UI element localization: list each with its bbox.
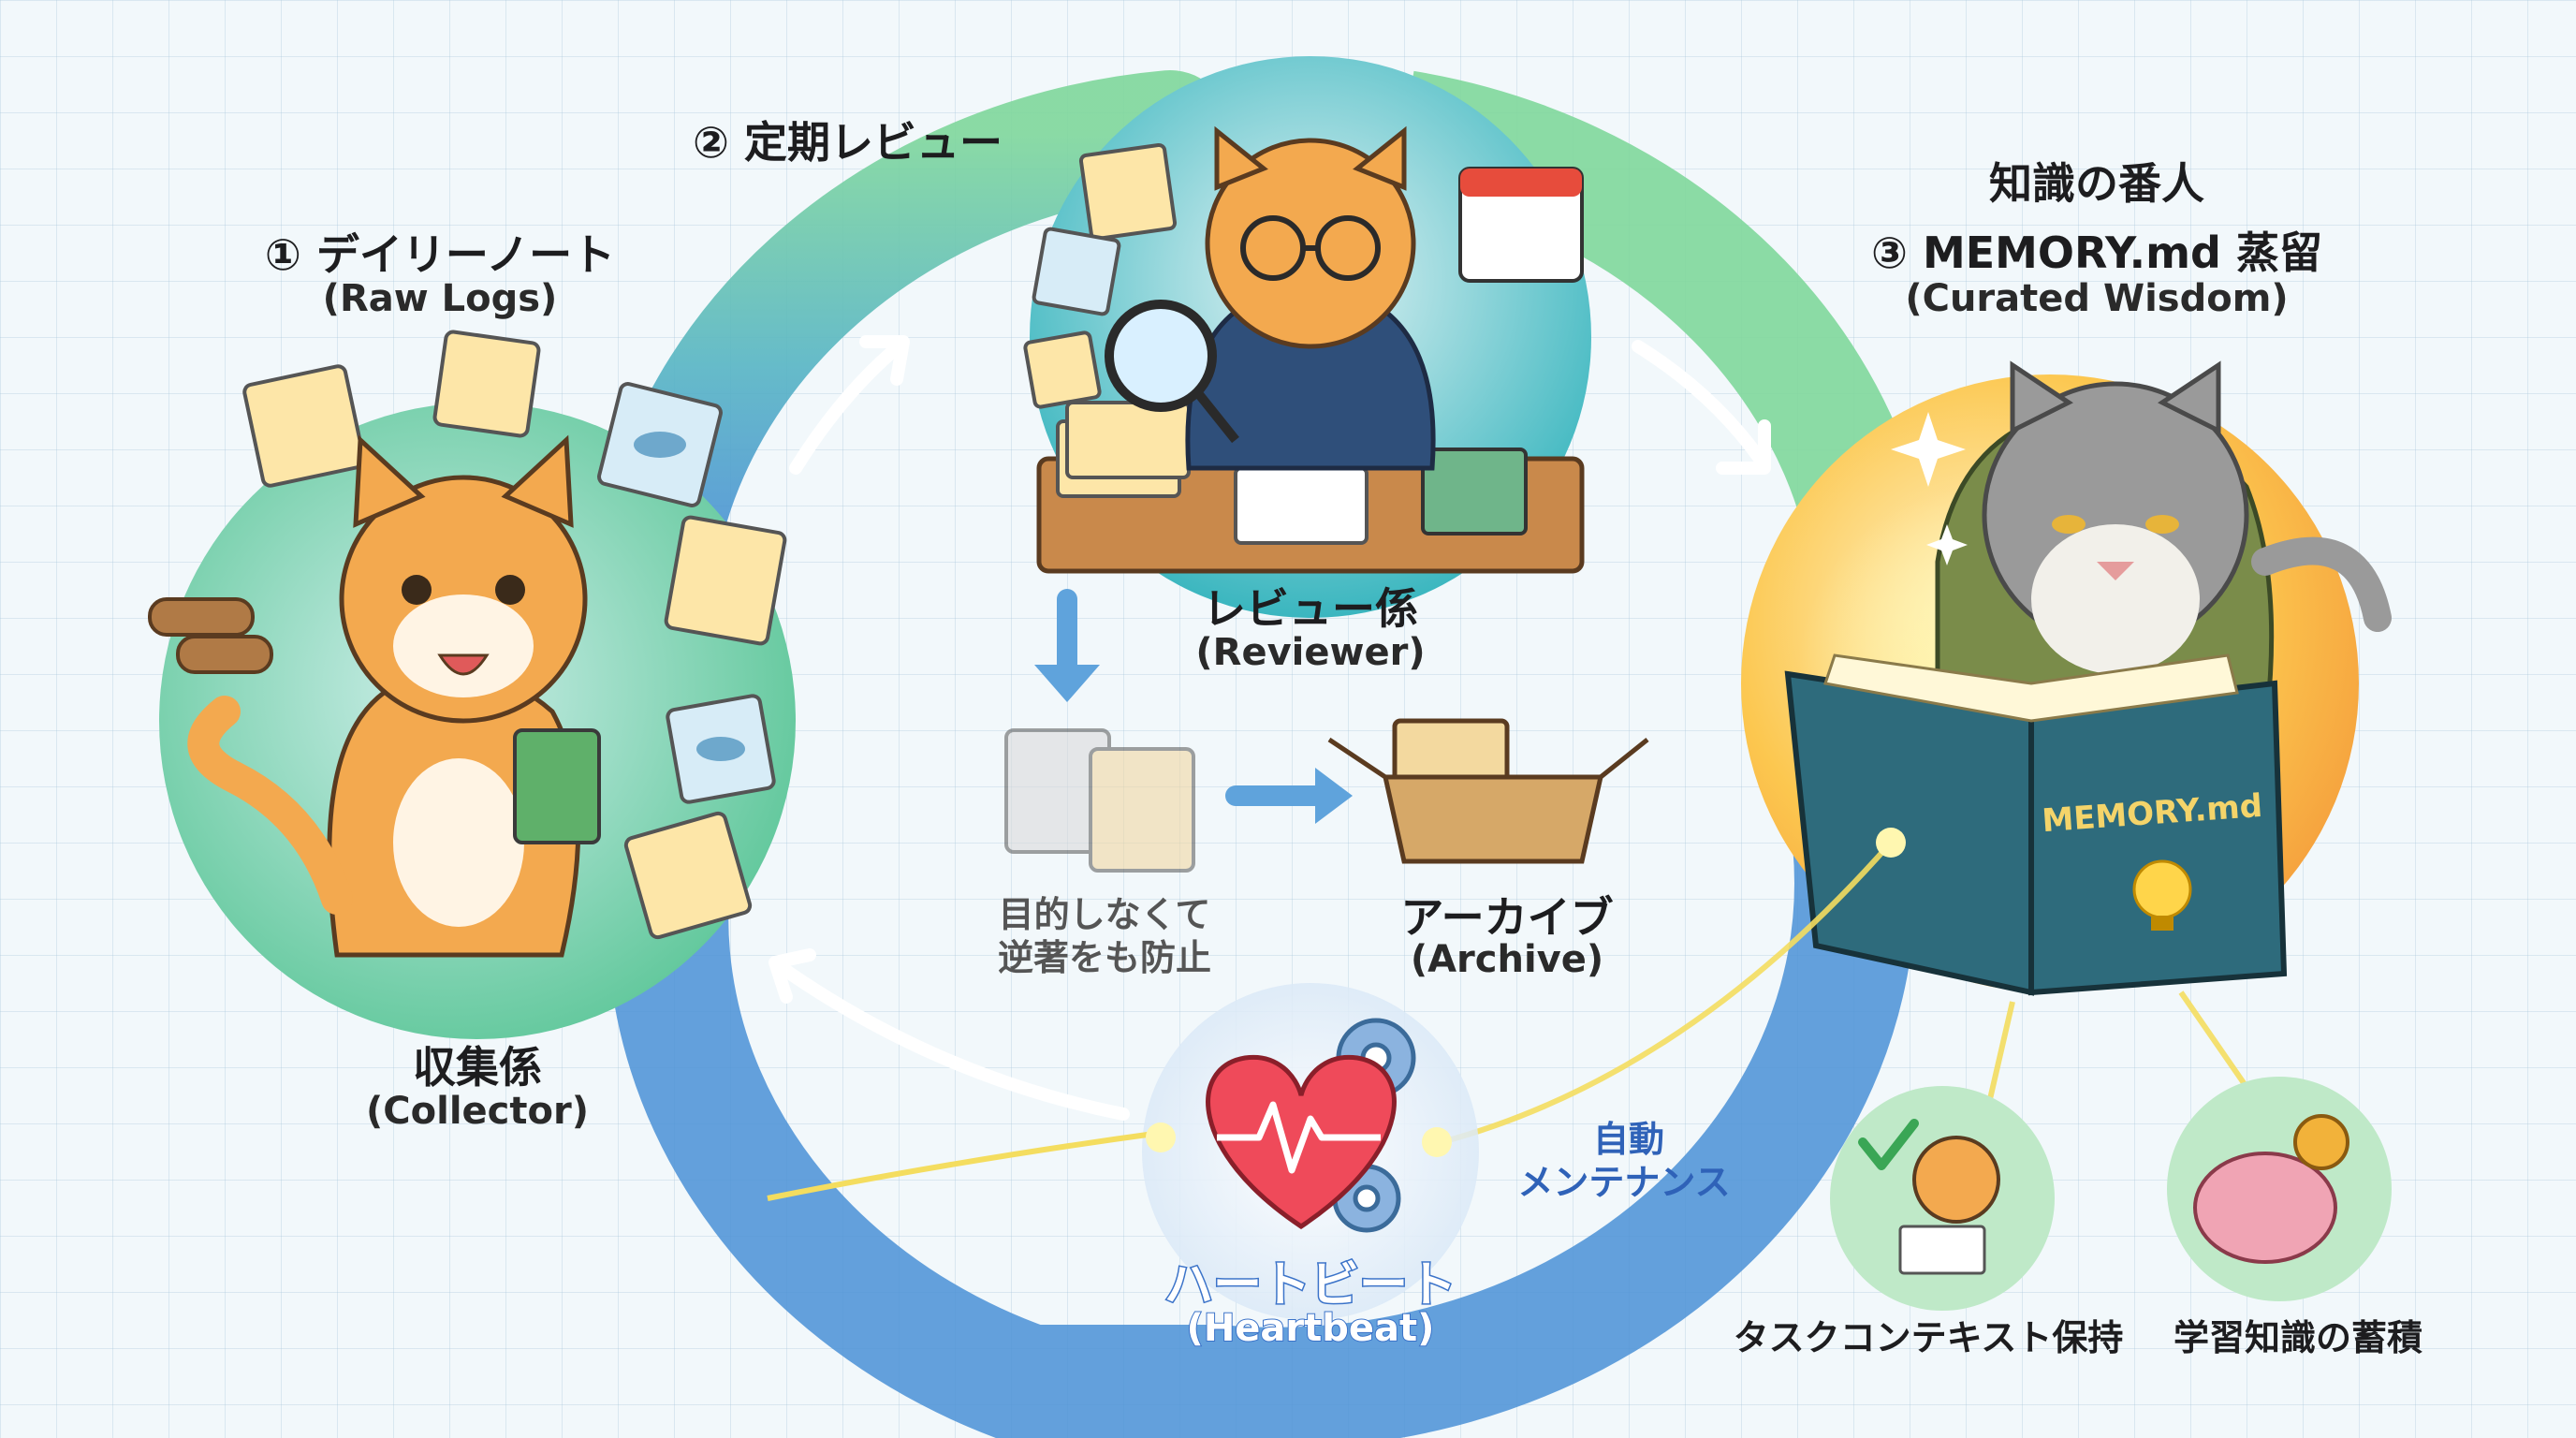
cycle-arrow-down-right — [1632, 340, 1771, 475]
heart-icon — [1206, 1054, 1397, 1230]
archive-box-icon — [1327, 718, 1649, 864]
step2-title: ② 定期レビュー — [693, 117, 1003, 168]
step3-heading: 知識の番人 — [1989, 158, 2204, 209]
collector-illustration — [148, 330, 796, 1039]
step3-subtitle: (Curated Wisdom) — [1905, 277, 2289, 320]
cycle-arrow-up-right — [789, 335, 910, 475]
log-icon — [148, 597, 273, 674]
magnifier-icon — [1105, 300, 1239, 444]
sticky-note-icon — [1023, 142, 1178, 409]
sparkle-icon — [1891, 412, 1968, 565]
heartbeat-sublabel: (Heartbeat) — [1186, 1306, 1436, 1351]
archive-label: アーカイブ — [1400, 892, 1614, 943]
checkmark-icon — [1858, 1119, 1919, 1170]
step1-title: ① デイリーノート — [264, 229, 616, 280]
collector-sublabel: (Collector) — [366, 1090, 589, 1133]
step1-subtitle: (Raw Logs) — [322, 277, 558, 320]
archive-illustration — [1004, 589, 1649, 873]
paper-icon — [1898, 1225, 1986, 1275]
paper-icon — [1234, 466, 1368, 545]
knowledge-label: 学習知識の蓄積 — [2173, 1317, 2422, 1358]
archive-sublabel: (Archive) — [1410, 938, 1604, 981]
glasses-icon — [1240, 215, 1381, 281]
orange-cat-icon — [187, 434, 601, 958]
fish-note-icon — [597, 382, 776, 804]
archive-note-line2: 逆著をも防止 — [997, 937, 1211, 978]
document-stack-icon — [1056, 401, 1191, 498]
task-context-label: タスクコンテキスト保持 — [1733, 1317, 2124, 1358]
calendar-icon — [1458, 167, 1584, 283]
step3-title: ③ MEMORY.md 蒸留 — [1871, 227, 2322, 278]
heartbeat-illustration — [767, 983, 1479, 1320]
lightbulb-icon — [2132, 859, 2192, 931]
brain-icon — [2193, 1152, 2337, 1264]
heartbeat-label: ハートビート — [1163, 1256, 1457, 1315]
glow-dot — [1876, 828, 1906, 858]
faded-documents-icon — [1004, 728, 1195, 873]
book-stack-icon — [1421, 448, 1528, 536]
task-context-illustration — [1830, 1086, 2055, 1311]
gear-icon — [2293, 1114, 2349, 1170]
memory-book-icon: MEMORY.md — [1784, 653, 2288, 996]
small-cat-icon — [1912, 1136, 2000, 1224]
knowledge-illustration — [2167, 1077, 2392, 1301]
reviewer-label: レビュー係 — [1203, 583, 1418, 634]
reviewer-illustration — [1023, 56, 1591, 618]
curator-illustration: MEMORY.md — [1741, 360, 2392, 996]
note-icon — [242, 330, 787, 940]
archive-note-line1: 目的しなくて — [998, 894, 1211, 935]
reviewer-sublabel: (Reviewer) — [1195, 631, 1426, 674]
maintenance-line2: メンテナンス — [1517, 1162, 1731, 1203]
cycle-arrow-left — [768, 948, 1130, 1121]
maintenance-line1: 自動 — [1592, 1119, 1664, 1160]
collector-label: 収集係 — [413, 1042, 542, 1093]
